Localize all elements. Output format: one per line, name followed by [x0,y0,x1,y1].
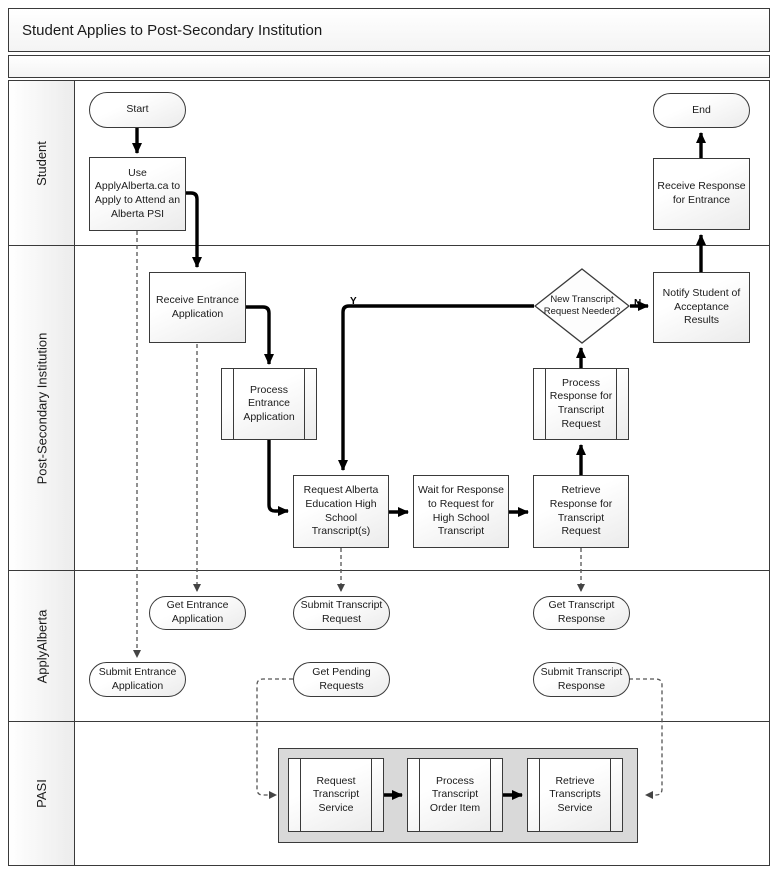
end-terminator: End [653,93,750,128]
subprocess-process-entrance-application: Process Entrance Application [221,368,317,440]
lane-label-post-secondary-institution: Post-Secondary Institution [9,246,75,570]
subprocess-bar-icon [300,759,301,831]
subprocess-bar-icon [610,759,611,831]
service-get-pending-requests: Get Pending Requests [293,662,390,697]
diagram-title: Student Applies to Post-Secondary Instit… [8,8,770,52]
subprocess-retrieve-transcripts-service: Retrieve Transcripts Service [527,758,623,832]
process-retrieve-response: Retrieve Response for Transcript Request [533,475,629,548]
subprocess-process-response: Process Response for Transcript Request [533,368,629,440]
lane-label-pasi: PASI [9,722,75,865]
subprocess-bar-icon [616,369,617,439]
decision-new-transcript-request: New Transcript Request Needed? [533,268,631,344]
start-terminator: Start [89,92,186,128]
subprocess-bar-icon [304,369,305,439]
process-notify-student: Notify Student of Acceptance Results [653,272,750,343]
subprocess-bar-icon [539,759,540,831]
service-submit-transcript-request: Submit Transcript Request [293,596,390,630]
lane-label-applyalberta: ApplyAlberta [9,571,75,721]
service-get-entrance-application: Get Entrance Application [149,596,246,630]
edge-label-yes: Y [350,296,357,307]
service-submit-entrance-application: Submit Entrance Application [89,662,186,697]
subprocess-bar-icon [490,759,491,831]
service-get-transcript-response: Get Transcript Response [533,596,630,630]
subprocess-bar-icon [545,369,546,439]
process-use-applyalberta: Use ApplyAlberta.ca to Apply to Attend a… [89,157,186,231]
subprocess-request-transcript-service: Request Transcript Service [288,758,384,832]
process-receive-entrance-application: Receive Entrance Application [149,272,246,343]
edge-label-no: N [634,298,642,309]
subprocess-process-transcript-order-item: Process Transcript Order Item [407,758,503,832]
subprocess-bar-icon [419,759,420,831]
process-request-transcripts: Request Alberta Education High School Tr… [293,475,389,548]
subprocess-bar-icon [233,369,234,439]
lane-label-student: Student [9,81,75,245]
subprocess-bar-icon [371,759,372,831]
phase-band [8,55,770,78]
diamond-shape [533,268,631,344]
process-wait-for-response: Wait for Response to Request for High Sc… [413,475,509,548]
service-submit-transcript-response: Submit Transcript Response [533,662,630,697]
lane-applyalberta: ApplyAlberta [8,571,770,722]
process-receive-response-entrance: Receive Response for Entrance [653,158,750,230]
